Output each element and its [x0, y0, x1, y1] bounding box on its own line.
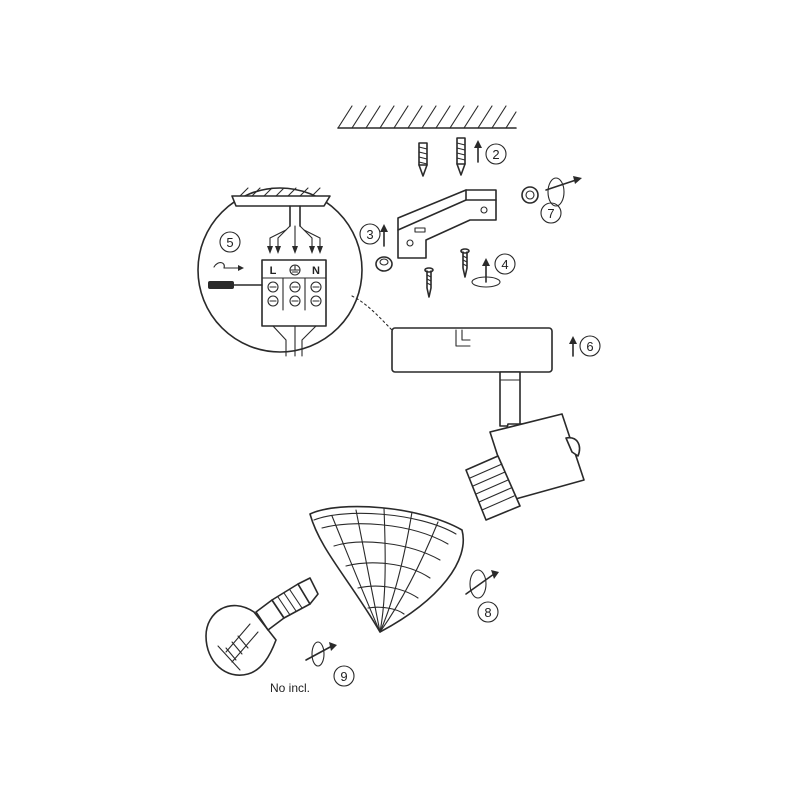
svg-text:2: 2	[492, 147, 499, 162]
mounting-bracket	[397, 189, 497, 259]
wiring-detail-inset: L N	[197, 187, 363, 357]
spot-head-housing	[465, 413, 585, 521]
knurled-nut	[521, 186, 539, 204]
terminal-screws	[267, 281, 322, 307]
wall-plug-right	[456, 137, 466, 176]
wall-plug-left	[418, 142, 428, 177]
svg-text:3: 3	[366, 227, 373, 242]
step-8-label: 8	[477, 601, 499, 623]
step-2-label: 2	[485, 143, 507, 165]
rotate-icon	[465, 569, 499, 599]
step-9-label: 9	[333, 665, 355, 687]
step-6-label: 6	[579, 335, 601, 357]
step-3-label: 3	[359, 223, 381, 245]
canopy-base	[391, 327, 553, 373]
screwdriver-icon	[208, 262, 263, 289]
wire-cage-shade	[309, 505, 464, 633]
terminal-live-label: L	[270, 265, 277, 277]
led-filament-bulb	[205, 577, 319, 676]
svg-text:4: 4	[501, 257, 508, 272]
step-7-label: 7	[540, 202, 562, 224]
terminal-neutral-label: N	[312, 265, 320, 277]
svg-text:9: 9	[340, 669, 347, 684]
arrow-up-icon	[569, 336, 577, 357]
step-5-label: 5	[219, 231, 241, 253]
step-4-label: 4	[494, 253, 516, 275]
arrow-up-icon	[474, 140, 482, 163]
svg-text:8: 8	[484, 605, 491, 620]
rotate-icon	[545, 176, 582, 207]
rotate-icon	[471, 258, 501, 288]
svg-text:6: 6	[586, 339, 593, 354]
svg-text:5: 5	[226, 235, 233, 250]
screw-right	[460, 248, 470, 278]
screw-left	[424, 267, 434, 298]
ceiling-surface	[337, 105, 517, 129]
rotate-icon	[305, 641, 337, 667]
svg-text:7: 7	[547, 206, 554, 221]
arrow-up-icon	[380, 224, 388, 247]
bulb-not-included-note: No incl.	[270, 681, 310, 695]
earth-symbol-icon	[289, 264, 301, 276]
cap-nut	[375, 256, 393, 272]
